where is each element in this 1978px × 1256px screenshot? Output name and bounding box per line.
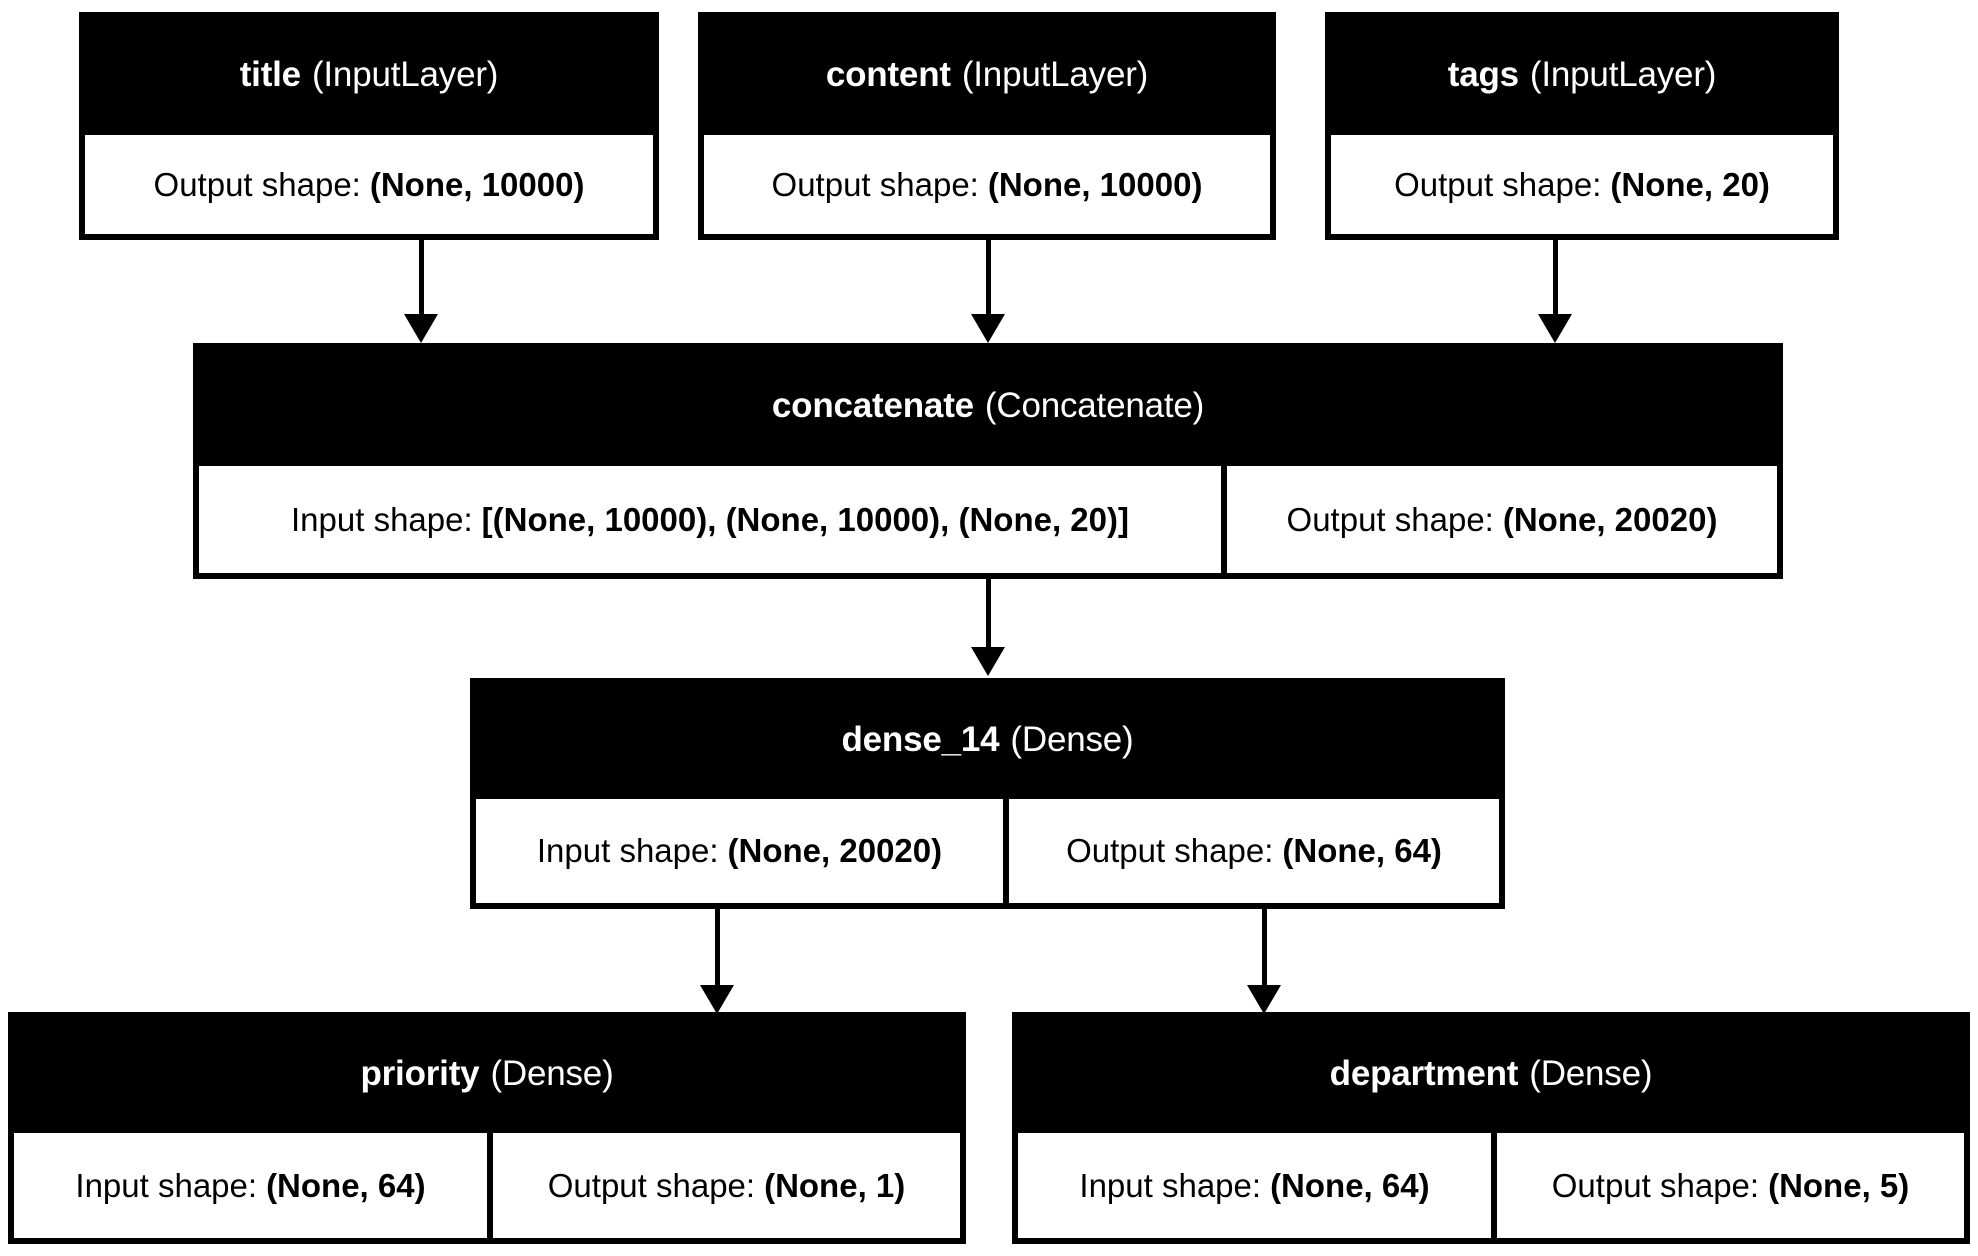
edge-concatenate-to-dense-arrowhead xyxy=(971,647,1005,676)
node-tags[interactable]: tags (InputLayer) Output shape: (None, 2… xyxy=(1325,12,1839,240)
node-priority-header: priority (Dense) xyxy=(11,1015,963,1133)
node-department-output-shape-cell: Output shape: (None, 5) xyxy=(1497,1133,1964,1238)
input-shape-value: (None, 64) xyxy=(266,1166,426,1204)
input-shape-label: Input shape: xyxy=(536,832,719,869)
output-shape-label: Output shape: xyxy=(547,1166,756,1204)
node-dense-14-input-shape-cell: Input shape: (None, 20020) xyxy=(476,799,1003,903)
node-concatenate-shapes: Input shape: [(None, 10000), (None, 1000… xyxy=(196,466,1780,576)
node-dense-14-name: dense_14 xyxy=(841,720,1000,759)
node-title-shapes: Output shape: (None, 10000) xyxy=(82,135,656,237)
node-tags-header: tags (InputLayer) xyxy=(1328,15,1836,135)
output-shape-value: (None, 10000) xyxy=(987,165,1203,203)
node-concatenate-header: concatenate (Concatenate) xyxy=(196,346,1780,466)
node-tags-type: (InputLayer) xyxy=(1529,55,1717,94)
node-department-shapes: Input shape: (None, 64) Output shape: (N… xyxy=(1015,1133,1967,1241)
edge-content-to-concatenate-line xyxy=(986,238,991,318)
node-title-header: title (InputLayer) xyxy=(82,15,656,135)
node-tags-output-shape-cell: Output shape: (None, 20) xyxy=(1331,135,1833,234)
edge-dense-to-department-line xyxy=(1262,909,1267,989)
node-content[interactable]: content (InputLayer) Output shape: (None… xyxy=(698,12,1276,240)
node-content-output-shape-cell: Output shape: (None, 10000) xyxy=(704,135,1270,234)
node-priority-output-shape-cell: Output shape: (None, 1) xyxy=(493,1133,960,1238)
node-title-output-shape-cell: Output shape: (None, 10000) xyxy=(85,135,653,234)
output-shape-label: Output shape: xyxy=(771,165,979,203)
node-content-header: content (InputLayer) xyxy=(701,15,1273,135)
output-shape-value: (None, 1) xyxy=(764,1166,906,1204)
node-concatenate-input-shape-cell: Input shape: [(None, 10000), (None, 1000… xyxy=(199,466,1221,573)
node-content-type: (InputLayer) xyxy=(961,55,1149,94)
node-dense-14[interactable]: dense_14 (Dense) Input shape: (None, 200… xyxy=(470,678,1505,909)
node-department-type: (Dense) xyxy=(1529,1054,1653,1093)
node-tags-name: tags xyxy=(1447,55,1519,94)
edge-dense-to-priority-arrowhead xyxy=(700,985,734,1014)
edge-content-to-concatenate-arrowhead xyxy=(971,314,1005,343)
node-title-type: (InputLayer) xyxy=(311,55,499,94)
edge-dense-to-department-arrowhead xyxy=(1247,985,1281,1014)
output-shape-label: Output shape: xyxy=(1394,165,1602,203)
node-concatenate-name: concatenate xyxy=(771,386,974,425)
input-shape-value: (None, 64) xyxy=(1270,1166,1430,1204)
input-shape-value: [(None, 10000), (None, 10000), (None, 20… xyxy=(481,500,1129,538)
node-priority[interactable]: priority (Dense) Input shape: (None, 64)… xyxy=(8,1012,966,1244)
node-title[interactable]: title (InputLayer) Output shape: (None, … xyxy=(79,12,659,240)
node-content-name: content xyxy=(825,55,951,94)
node-department[interactable]: department (Dense) Input shape: (None, 6… xyxy=(1012,1012,1970,1244)
output-shape-value: (None, 20020) xyxy=(1502,500,1718,538)
edge-title-to-concatenate-line xyxy=(419,238,424,318)
edge-title-to-concatenate-arrowhead xyxy=(404,314,438,343)
node-priority-shapes: Input shape: (None, 64) Output shape: (N… xyxy=(11,1133,963,1241)
input-shape-label: Input shape: xyxy=(1079,1166,1262,1204)
edge-concatenate-to-dense-line xyxy=(986,578,991,651)
input-shape-value: (None, 20020) xyxy=(727,832,943,869)
node-department-header: department (Dense) xyxy=(1015,1015,1967,1133)
output-shape-value: (None, 20) xyxy=(1610,165,1770,203)
input-shape-label: Input shape: xyxy=(75,1166,258,1204)
node-title-name: title xyxy=(239,55,301,94)
output-shape-label: Output shape: xyxy=(1066,832,1274,869)
node-dense-14-output-shape-cell: Output shape: (None, 64) xyxy=(1009,799,1499,903)
output-shape-label: Output shape: xyxy=(1286,500,1494,538)
input-shape-label: Input shape: xyxy=(291,500,473,538)
output-shape-value: (None, 5) xyxy=(1768,1166,1910,1204)
edge-dense-to-priority-line xyxy=(715,909,720,989)
node-department-input-shape-cell: Input shape: (None, 64) xyxy=(1018,1133,1491,1238)
edge-tags-to-concatenate-line xyxy=(1553,238,1558,318)
node-concatenate-output-shape-cell: Output shape: (None, 20020) xyxy=(1227,466,1777,573)
output-shape-label: Output shape: xyxy=(1551,1166,1760,1204)
node-concatenate-type: (Concatenate) xyxy=(984,386,1205,425)
output-shape-label: Output shape: xyxy=(153,165,361,203)
node-department-name: department xyxy=(1329,1054,1519,1093)
edge-tags-to-concatenate-arrowhead xyxy=(1538,314,1572,343)
node-dense-14-shapes: Input shape: (None, 20020) Output shape:… xyxy=(473,799,1502,906)
output-shape-value: (None, 64) xyxy=(1282,832,1442,869)
output-shape-value: (None, 10000) xyxy=(369,165,585,203)
node-priority-type: (Dense) xyxy=(490,1054,614,1093)
node-priority-name: priority xyxy=(360,1054,480,1093)
node-content-shapes: Output shape: (None, 10000) xyxy=(701,135,1273,237)
node-priority-input-shape-cell: Input shape: (None, 64) xyxy=(14,1133,487,1238)
node-dense-14-type: (Dense) xyxy=(1010,720,1134,759)
node-concatenate[interactable]: concatenate (Concatenate) Input shape: [… xyxy=(193,343,1783,579)
node-tags-shapes: Output shape: (None, 20) xyxy=(1328,135,1836,237)
node-dense-14-header: dense_14 (Dense) xyxy=(473,681,1502,799)
